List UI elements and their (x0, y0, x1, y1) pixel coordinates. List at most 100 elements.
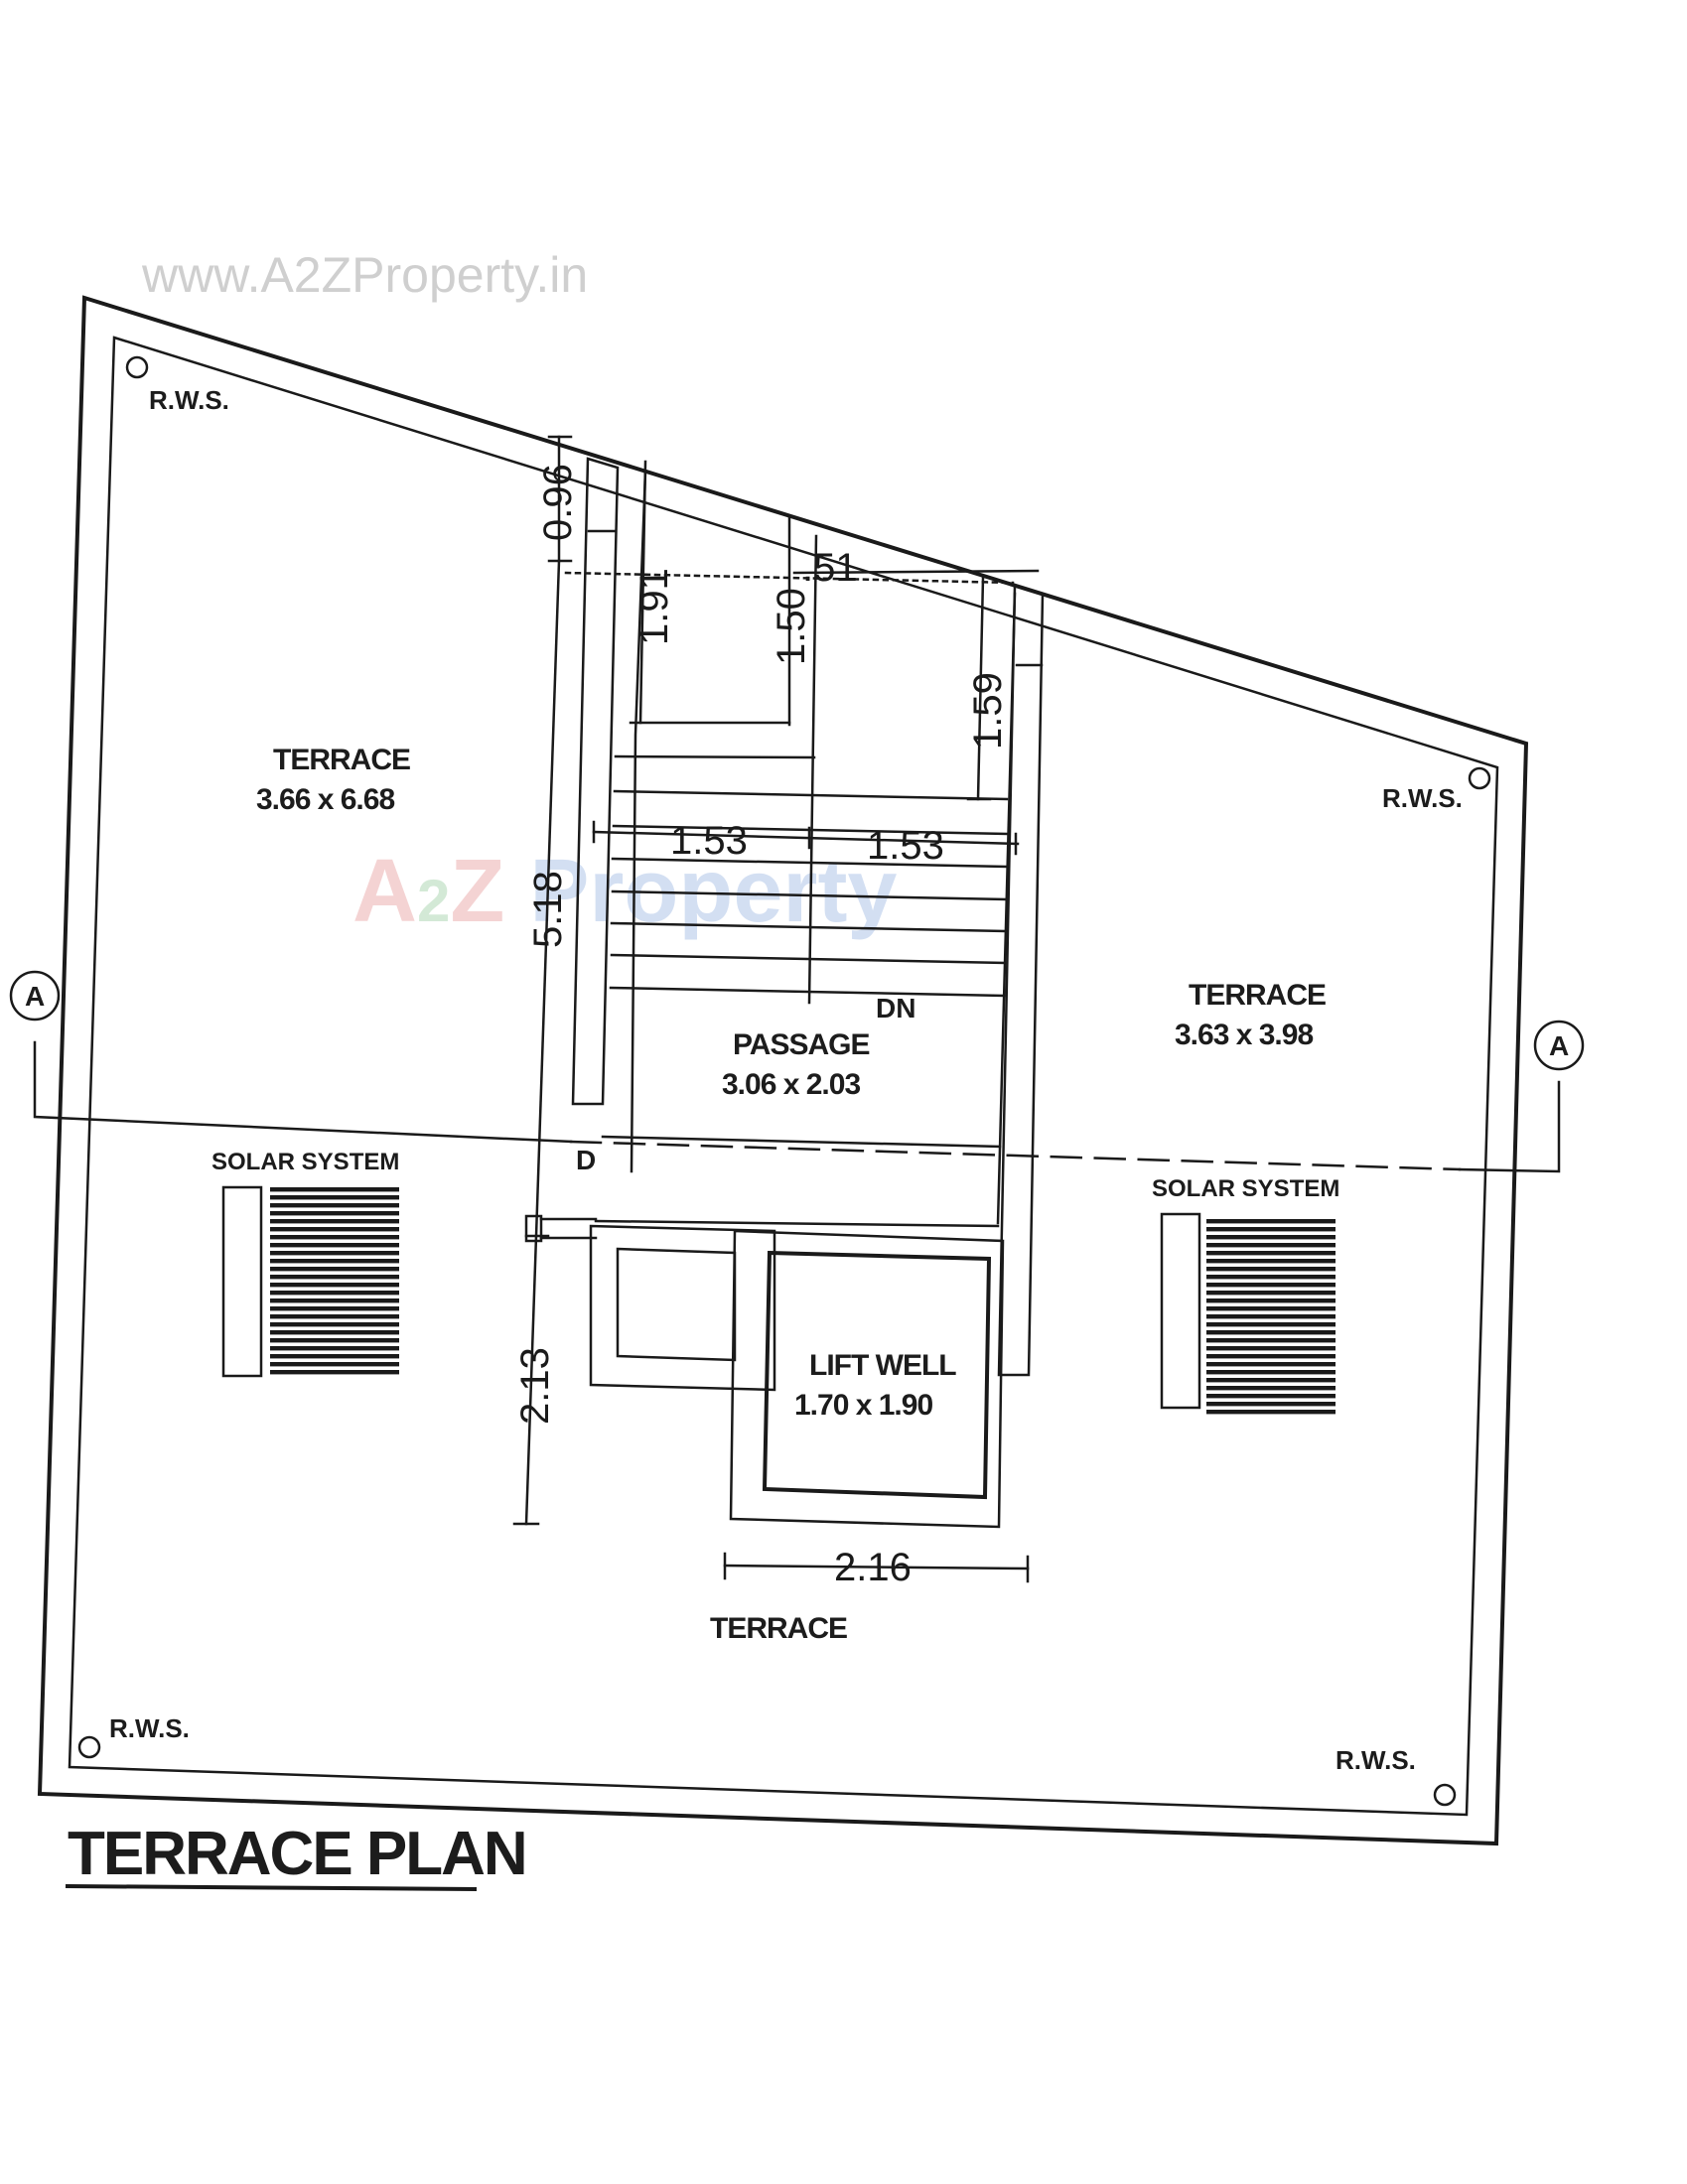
solar-bar-left-8 (270, 1251, 399, 1256)
solar-bar-right-19 (1206, 1370, 1336, 1375)
solar-bar-left-23 (270, 1370, 399, 1375)
watermark-logo-z: Z (450, 842, 529, 941)
watermark-logo-a: A (352, 842, 417, 941)
solar-bar-right-11 (1206, 1306, 1336, 1311)
solar-bar-right-18 (1206, 1362, 1336, 1367)
lift-well-name: LIFT WELL (809, 1349, 956, 1382)
solar-left-label: SOLAR SYSTEM (211, 1149, 399, 1175)
solar-system-left (221, 1185, 399, 1378)
rws-label-top-left: R.W.S. (149, 385, 229, 415)
solar-bar-left-1 (270, 1195, 399, 1200)
terrace-bottom-name: TERRACE (710, 1612, 847, 1645)
dimension-1-50: 1.50 (770, 588, 813, 665)
solar-bar-right-14 (1206, 1330, 1336, 1335)
dimension-2-13: 2.13 (513, 1347, 557, 1425)
solar-bar-right-20 (1206, 1378, 1336, 1383)
dimension-lines (512, 435, 1040, 1583)
solar-bar-right-21 (1206, 1386, 1336, 1391)
solar-bar-right-8 (1206, 1283, 1336, 1288)
section-line: A A (9, 970, 1585, 1173)
door-label: D (576, 1145, 596, 1175)
section-marker-right (1533, 1020, 1585, 1071)
terrace-right-size: 3.63 x 3.98 (1175, 1019, 1313, 1051)
solar-bar-right-7 (1206, 1275, 1336, 1280)
dimension-2-16: 2.16 (834, 1546, 912, 1589)
lift-well (729, 1229, 1005, 1529)
rws-circle-bottom-left (77, 1735, 101, 1759)
dimension-1-53-left: 1.53 (670, 819, 748, 863)
solar-bar-right-1 (1206, 1227, 1336, 1232)
rws-label-bottom-right: R.W.S. (1336, 1745, 1416, 1775)
lift-well-size: 1.70 x 1.90 (794, 1389, 932, 1422)
stair-down-label: DN (876, 993, 915, 1024)
solar-bar-left-19 (270, 1338, 399, 1343)
solar-bar-right-6 (1206, 1267, 1336, 1272)
solar-bar-left-2 (270, 1203, 399, 1208)
solar-bar-right-4 (1206, 1251, 1336, 1256)
outer-boundary (37, 295, 1529, 1846)
dimension-0-51: .51 (802, 546, 858, 590)
dimension-1-59: 1.59 (966, 672, 1010, 750)
terrace-left-size: 3.66 x 6.68 (256, 783, 394, 816)
solar-bar-left-14 (270, 1298, 399, 1303)
dimension-5-18: 5.18 (526, 871, 570, 948)
solar-bar-left-0 (270, 1187, 399, 1192)
solar-panel-bars-right (1206, 1219, 1336, 1415)
dimension-1-53-right: 1.53 (867, 824, 944, 868)
terrace-left-name: TERRACE (273, 744, 410, 776)
solar-bar-right-13 (1206, 1322, 1336, 1327)
passage-size: 3.06 x 2.03 (722, 1068, 860, 1101)
solar-bar-left-15 (270, 1306, 399, 1311)
solar-bar-right-16 (1206, 1346, 1336, 1351)
solar-bar-right-22 (1206, 1394, 1336, 1399)
solar-bar-right-3 (1206, 1243, 1336, 1248)
rws-circle-top-right (1468, 766, 1491, 790)
solar-bar-left-21 (270, 1354, 399, 1359)
dimension-0-96: 0.96 (536, 464, 580, 541)
section-label-right: A (1549, 1030, 1569, 1061)
section-marker-left (9, 970, 61, 1022)
solar-bar-left-10 (270, 1267, 399, 1272)
solar-bar-right-10 (1206, 1298, 1336, 1303)
solar-bar-left-7 (270, 1243, 399, 1248)
solar-panel-bars-left (270, 1187, 399, 1375)
section-label-left: A (25, 981, 45, 1012)
solar-bar-left-4 (270, 1219, 399, 1224)
plan-title-underline (65, 1883, 478, 1892)
rws-circle-top-left (125, 355, 149, 379)
solar-bar-left-20 (270, 1346, 399, 1351)
solar-bar-left-11 (270, 1275, 399, 1280)
solar-bar-left-22 (270, 1362, 399, 1367)
solar-bar-left-12 (270, 1283, 399, 1288)
rws-markers: R.W.S. R.W.S. R.W.S. R.W.S. (77, 355, 1491, 1807)
duct-room (589, 1224, 776, 1392)
solar-bar-right-0 (1206, 1219, 1336, 1224)
solar-bar-right-9 (1206, 1291, 1336, 1296)
solar-bar-right-2 (1206, 1235, 1336, 1240)
solar-bar-right-12 (1206, 1314, 1336, 1319)
solar-bar-left-13 (270, 1291, 399, 1296)
rws-label-bottom-left: R.W.S. (109, 1713, 190, 1743)
solar-system-right (1160, 1212, 1336, 1415)
plan-title: TERRACE PLAN (68, 1820, 526, 1888)
solar-bar-right-23 (1206, 1402, 1336, 1407)
rws-circle-bottom-right (1433, 1783, 1457, 1807)
solar-bar-left-5 (270, 1227, 399, 1232)
solar-bar-left-3 (270, 1211, 399, 1216)
passage-name: PASSAGE (733, 1028, 869, 1061)
solar-bar-right-15 (1206, 1338, 1336, 1343)
solar-bar-left-18 (270, 1330, 399, 1335)
dimension-1-91: 1.91 (633, 568, 676, 645)
solar-bar-right-17 (1206, 1354, 1336, 1359)
terrace-right-name: TERRACE (1189, 979, 1326, 1012)
rws-label-top-right: R.W.S. (1382, 783, 1463, 813)
watermark-logo-2: 2 (417, 868, 450, 934)
solar-bar-right-24 (1206, 1410, 1336, 1415)
solar-right-label: SOLAR SYSTEM (1152, 1175, 1339, 1202)
solar-bar-left-6 (270, 1235, 399, 1240)
solar-bar-left-17 (270, 1322, 399, 1327)
solar-bar-right-5 (1206, 1259, 1336, 1264)
watermark-url: www.A2ZProperty.in (141, 247, 588, 303)
solar-bar-left-9 (270, 1259, 399, 1264)
